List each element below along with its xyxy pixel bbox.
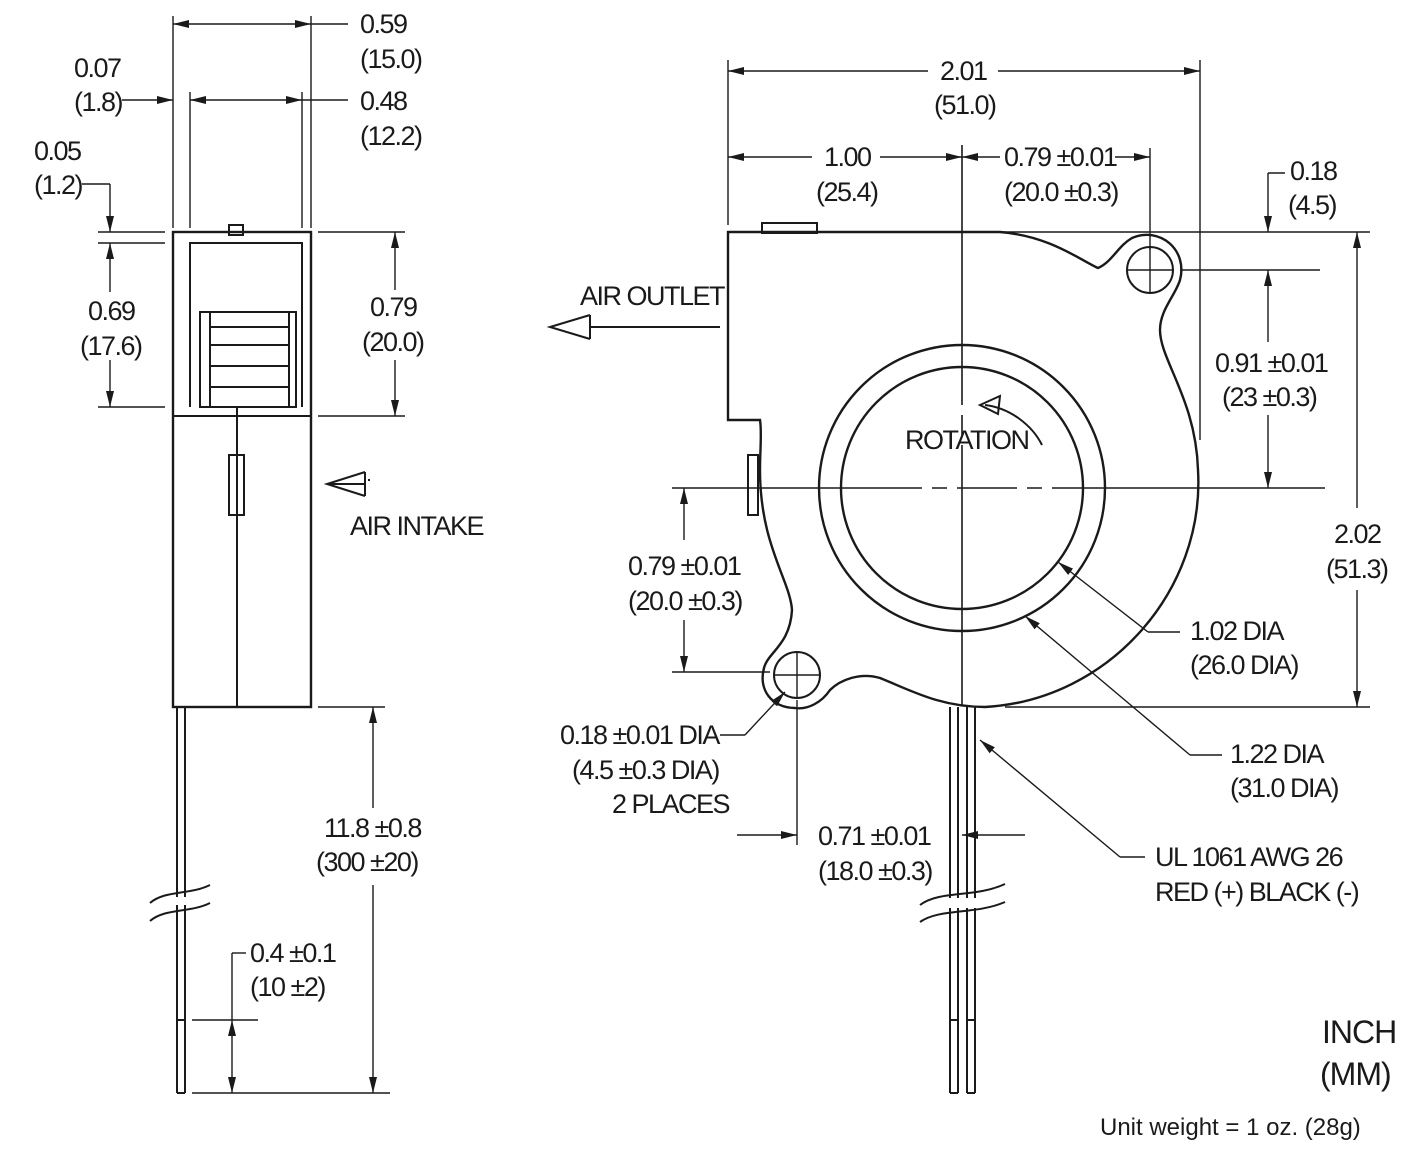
dim-lead-length-in: 11.8 ±0.8 [324, 813, 421, 843]
dim-outer-dia-in: 1.22 DIA [1230, 739, 1325, 769]
hole-dia-in: 0.18 ±0.01 DIA [560, 720, 720, 750]
rotation-label: ROTATION [905, 425, 1029, 455]
dim-top-mm: (4.5) [1288, 190, 1337, 220]
unit-weight: Unit weight = 1 oz. (28g) [1100, 1114, 1361, 1141]
side-body-outline [171, 230, 313, 709]
dim-side-top-h-in: 0.79 [370, 292, 417, 322]
side-label-tab [228, 454, 245, 516]
dim-front-height-in: 2.02 [1334, 519, 1381, 549]
impeller-side-view [199, 311, 297, 408]
dim-side-width-in: 0.59 [360, 9, 407, 39]
dim-side-boss-mm: (1.2) [34, 170, 83, 200]
housing-side-tab [747, 454, 759, 516]
rotation-arrow-icon [984, 404, 1043, 446]
units-secondary: (MM) [1320, 1056, 1391, 1092]
dim-inner-dia-mm: (26.0 DIA) [1190, 650, 1299, 680]
dim-hole-x-mm: (20.0 ±0.3) [1004, 177, 1118, 207]
dim-outer-dia-mm: (31.0 DIA) [1230, 773, 1339, 803]
dim-hole-lead-in: 0.71 ±0.01 [818, 821, 931, 851]
dim-side-inner-in: 0.48 [360, 86, 407, 116]
dim-side-offset-mm: (1.8) [74, 87, 123, 117]
air-outlet-label: AIR OUTLET [580, 281, 725, 311]
dim-front-width-in: 2.01 [940, 56, 987, 86]
dim-side-boss-in: 0.05 [34, 136, 81, 166]
dim-hole2-y-mm: (20.0 ±0.3) [628, 586, 742, 616]
mounting-hole-bottom [773, 651, 821, 699]
side-lead-wire [149, 707, 211, 1094]
dim-side-offset-in: 0.07 [74, 53, 121, 83]
front-lead-wires [919, 707, 1006, 1094]
wire-colors: RED (+) BLACK (-) [1155, 877, 1359, 907]
dim-side-width-mm: (15.0) [360, 44, 422, 74]
dim-front-half-in: 1.00 [824, 142, 871, 172]
dim-front-width-mm: (51.0) [934, 90, 996, 120]
dim-hole-y-in: 0.91 ±0.01 [1215, 348, 1328, 378]
fan-housing-outline [726, 230, 1200, 710]
dim-side-top-h-mm: (20.0) [362, 327, 424, 357]
dim-hole-x-in: 0.79 ±0.01 [1004, 142, 1117, 172]
dim-hole-y-mm: (23 ±0.3) [1222, 382, 1317, 412]
dim-hole-lead-mm: (18.0 ±0.3) [818, 856, 932, 886]
mounting-hole-top [1126, 246, 1174, 294]
outlet-frame [189, 242, 303, 407]
dim-front-half-mm: (25.4) [816, 177, 878, 207]
dim-inner-dia-in: 1.02 DIA [1190, 616, 1285, 646]
dim-side-inner-mm: (12.2) [360, 121, 422, 151]
dim-front-height-mm: (51.3) [1326, 554, 1388, 584]
air-outlet-arrow [546, 314, 720, 340]
air-intake-arrow [323, 471, 370, 497]
dim-top-in: 0.18 [1290, 156, 1337, 186]
dim-lead-length-mm: (300 ±20) [316, 847, 418, 877]
side-view: 0.59 (15.0) 0.07 (1.8) 0.48 (12.2) 0.05 … [34, 9, 485, 1094]
dim-strip-length-in: 0.4 ±0.1 [250, 938, 336, 968]
housing-top-tab [761, 222, 818, 234]
dim-hole2-y-in: 0.79 ±0.01 [628, 551, 741, 581]
dim-side-outlet-h-in: 0.69 [88, 296, 135, 326]
front-view: ROTATION AIR OUTLET 2.01 (51.0) 1.00 [546, 56, 1390, 1094]
wire-spec: UL 1061 AWG 26 [1155, 842, 1343, 872]
units-primary: INCH [1322, 1014, 1396, 1050]
hole-dia-mm: (4.5 ±0.3 DIA) [572, 755, 719, 785]
air-intake-label: AIR INTAKE [350, 511, 484, 541]
dim-strip-length-mm: (10 ±2) [250, 972, 325, 1002]
dim-side-outlet-h-mm: (17.6) [80, 331, 142, 361]
hole-count: 2 PLACES [612, 789, 730, 819]
